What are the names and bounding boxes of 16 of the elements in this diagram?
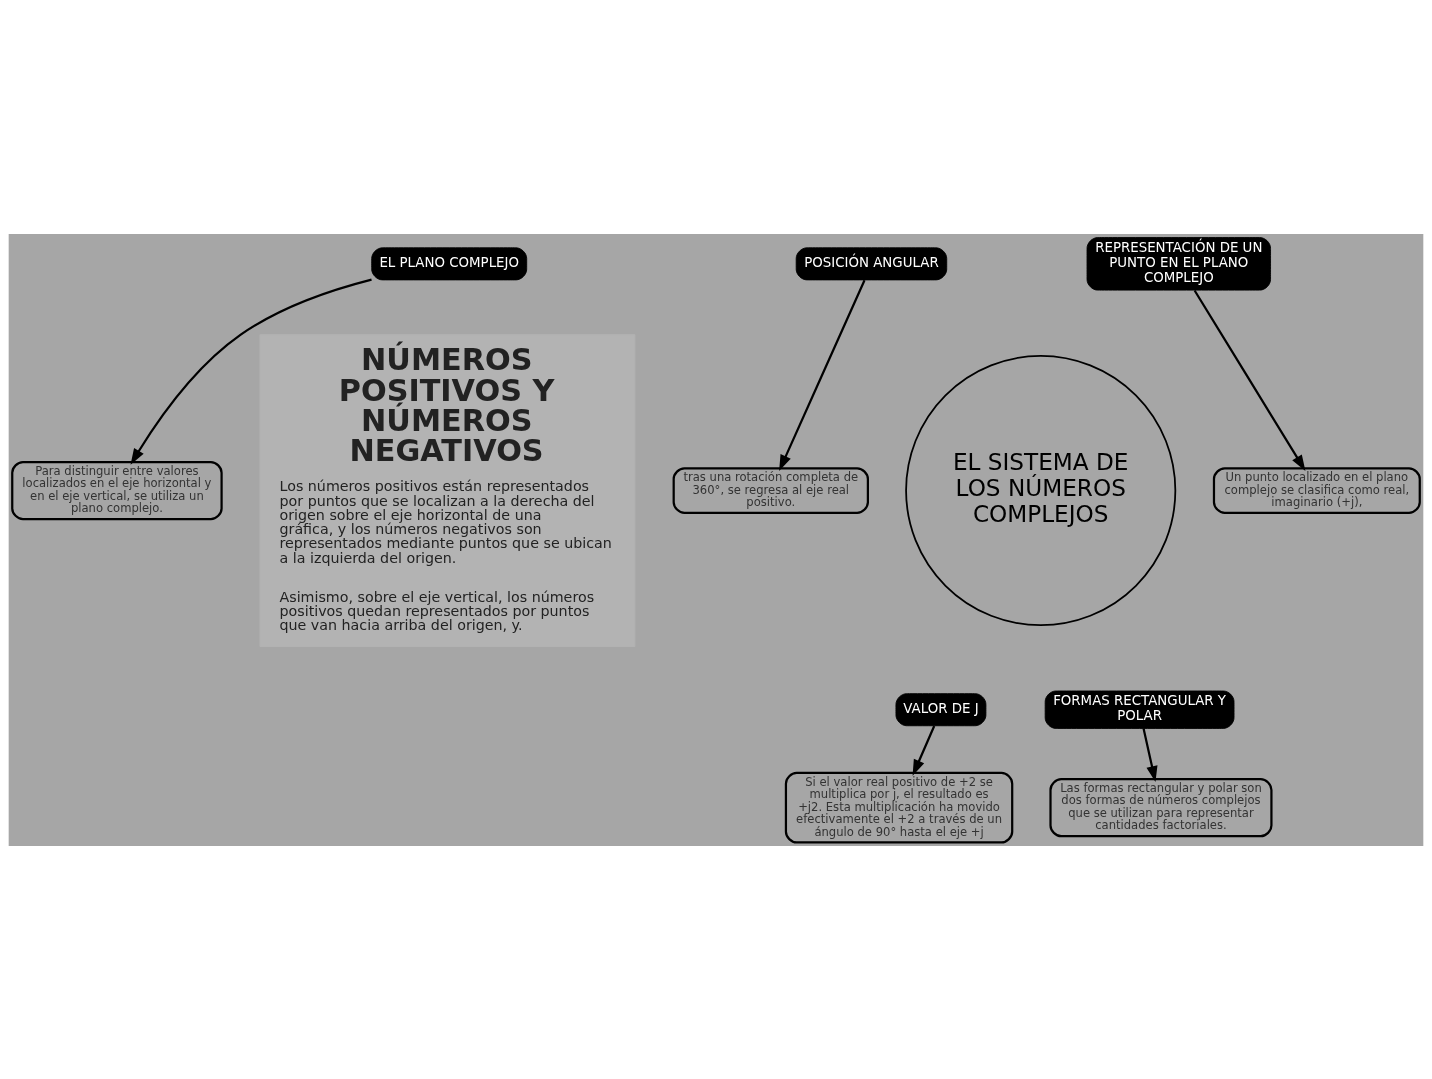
- node-box: EL PLANO COMPLEJO: [371, 246, 528, 280]
- node-box: tras una rotación completa de 360°, se regresa al eje real positivo.: [672, 466, 869, 514]
- arrow: [779, 279, 866, 471]
- arrow: [1193, 289, 1306, 471]
- arrow: [1142, 727, 1158, 782]
- node-circle: EL SISTEMA DE LOS NÚMEROS COMPLEJOS: [905, 354, 1177, 626]
- node-box: Las formas rectangular y polar son dos formas de números complejos que se utilizan para representar cantidades factoriales.: [1049, 777, 1273, 837]
- node-box: POSICIÓN ANGULAR: [795, 246, 948, 280]
- node-box: FORMAS RECTANGULAR Y POLAR: [1044, 690, 1235, 729]
- node-box: Para distinguir entre valores localizados en el eje horizontal y en el eje vertical, se utiliza un plano complejo.: [11, 460, 223, 520]
- node-box: Un punto localizado en el plano complejo se clasifica como real, imaginario (+j),: [1212, 466, 1421, 514]
- node-box: Si el valor real positivo de +2 se multiplica por j, el resultado es +j2. Esta multiplicación ha movido efectivamente el +2 a través de un ángulo de 90° hasta el eje +j: [784, 771, 1014, 844]
- node-box: VALOR DE J: [895, 692, 987, 726]
- arrow: [912, 725, 936, 776]
- arrow: [130, 278, 372, 465]
- node-box: REPRESENTACIÓN DE UN PUNTO EN EL PLANO COMPLEJO: [1086, 236, 1271, 291]
